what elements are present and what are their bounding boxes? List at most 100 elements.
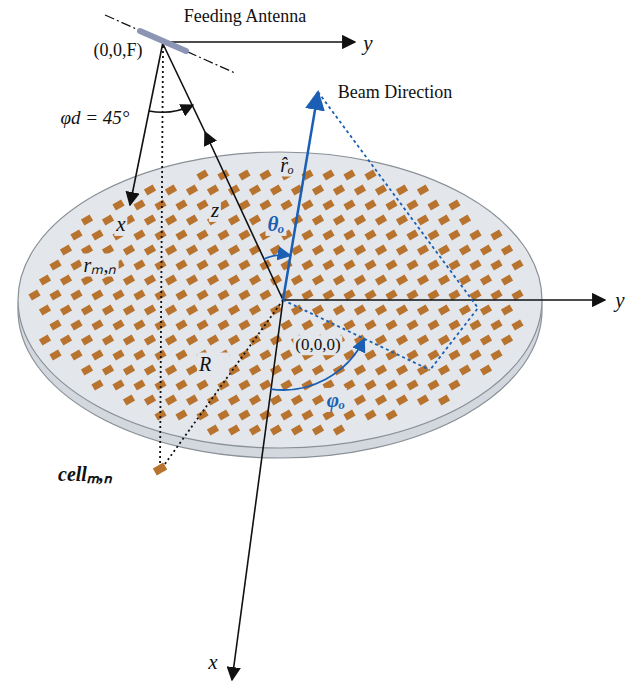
unit-cell bbox=[301, 259, 313, 270]
unit-cell bbox=[112, 379, 124, 390]
unit-cell bbox=[396, 184, 408, 195]
unit-cell bbox=[123, 244, 135, 255]
unit-cell bbox=[112, 349, 124, 360]
unit-cell bbox=[123, 394, 135, 405]
unit-cell bbox=[343, 229, 355, 240]
unit-cell bbox=[364, 379, 376, 390]
unit-cell bbox=[49, 289, 61, 300]
unit-cell bbox=[91, 229, 103, 240]
unit-cell bbox=[364, 409, 376, 420]
unit-cell bbox=[448, 379, 460, 390]
axis-label: x bbox=[208, 650, 217, 674]
unit-cell bbox=[91, 349, 103, 360]
unit-cell bbox=[427, 199, 439, 210]
unit-cell bbox=[259, 349, 271, 360]
unit-cell bbox=[249, 274, 261, 285]
unit-cell bbox=[427, 349, 439, 360]
unit-cell bbox=[301, 289, 313, 300]
unit-cell bbox=[322, 229, 334, 240]
unit-cell bbox=[81, 214, 93, 225]
unit-cell bbox=[459, 334, 471, 345]
unit-cell bbox=[70, 349, 82, 360]
unit-cell bbox=[417, 244, 429, 255]
unit-cell bbox=[511, 289, 523, 300]
unit-cell bbox=[280, 199, 292, 210]
unit-cell bbox=[459, 304, 471, 315]
unit-cell bbox=[238, 409, 250, 420]
angle-arc bbox=[149, 105, 193, 112]
unit-cell bbox=[154, 199, 166, 210]
unit-cell bbox=[375, 274, 387, 285]
unit-cell bbox=[490, 349, 502, 360]
unit-cell bbox=[490, 259, 502, 270]
unit-cell bbox=[333, 274, 345, 285]
unit-cell bbox=[207, 334, 219, 345]
projection-line bbox=[283, 300, 430, 370]
unit-cell bbox=[438, 364, 450, 375]
unit-cell bbox=[322, 199, 334, 210]
unit-cell bbox=[459, 244, 471, 255]
unit-cell bbox=[28, 289, 40, 300]
unit-cell bbox=[333, 214, 345, 225]
unit-cell bbox=[396, 214, 408, 225]
beam-vector bbox=[283, 92, 318, 300]
unit-cell bbox=[291, 364, 303, 375]
unit-cell bbox=[196, 229, 208, 240]
unit-vector-label: r̂ₒ bbox=[278, 154, 296, 177]
unit-cell bbox=[207, 184, 219, 195]
unit-cell bbox=[291, 424, 303, 435]
unit-cell bbox=[186, 304, 198, 315]
unit-cell bbox=[153, 463, 167, 476]
unit-cell bbox=[259, 409, 271, 420]
unit-cell bbox=[501, 274, 513, 285]
unit-cell bbox=[186, 184, 198, 195]
unit-cell bbox=[133, 229, 145, 240]
unit-cell bbox=[301, 409, 313, 420]
phi-label: φₒ bbox=[325, 388, 347, 412]
unit-cell bbox=[322, 289, 334, 300]
unit-cell bbox=[217, 319, 229, 330]
unit-cell bbox=[259, 169, 271, 180]
unit-cell bbox=[249, 214, 261, 225]
feed-x-axis bbox=[130, 42, 163, 205]
unit-cell bbox=[469, 259, 481, 270]
unit-cell bbox=[196, 199, 208, 210]
unit-cell bbox=[406, 319, 418, 330]
unit-cell bbox=[133, 259, 145, 270]
unit-cell bbox=[291, 304, 303, 315]
unit-cell bbox=[186, 214, 198, 225]
unit-cell bbox=[448, 289, 460, 300]
axis-label: z bbox=[209, 198, 221, 222]
unit-cell bbox=[102, 364, 114, 375]
unit-cell bbox=[238, 259, 250, 270]
unit-cell bbox=[175, 349, 187, 360]
unit-cell bbox=[438, 244, 450, 255]
unit-cell bbox=[448, 349, 460, 360]
unit-cell bbox=[280, 409, 292, 420]
unit-cell bbox=[60, 244, 72, 255]
unit-cell bbox=[312, 184, 324, 195]
unit-cell bbox=[70, 229, 82, 240]
feed-y-axis bbox=[163, 41, 355, 43]
unit-cell bbox=[228, 274, 240, 285]
unit-cell bbox=[354, 184, 366, 195]
angle-label: φd = 45° bbox=[61, 107, 130, 129]
unit-cell bbox=[406, 289, 418, 300]
unit-cell bbox=[49, 259, 61, 270]
unit-cell bbox=[364, 199, 376, 210]
unit-cell bbox=[270, 424, 282, 435]
unit-cell bbox=[165, 244, 177, 255]
unit-cell bbox=[259, 289, 271, 300]
unit-cell bbox=[459, 274, 471, 285]
unit-cell bbox=[133, 349, 145, 360]
unit-cell bbox=[207, 304, 219, 315]
unit-cell bbox=[354, 274, 366, 285]
unit-cell bbox=[511, 259, 523, 270]
unit-cell bbox=[406, 229, 418, 240]
unit-cell bbox=[417, 394, 429, 405]
unit-cell bbox=[123, 334, 135, 345]
unit-cell bbox=[406, 259, 418, 270]
unit-cell bbox=[217, 289, 229, 300]
unit-cell bbox=[459, 214, 471, 225]
unit-cell bbox=[480, 364, 492, 375]
